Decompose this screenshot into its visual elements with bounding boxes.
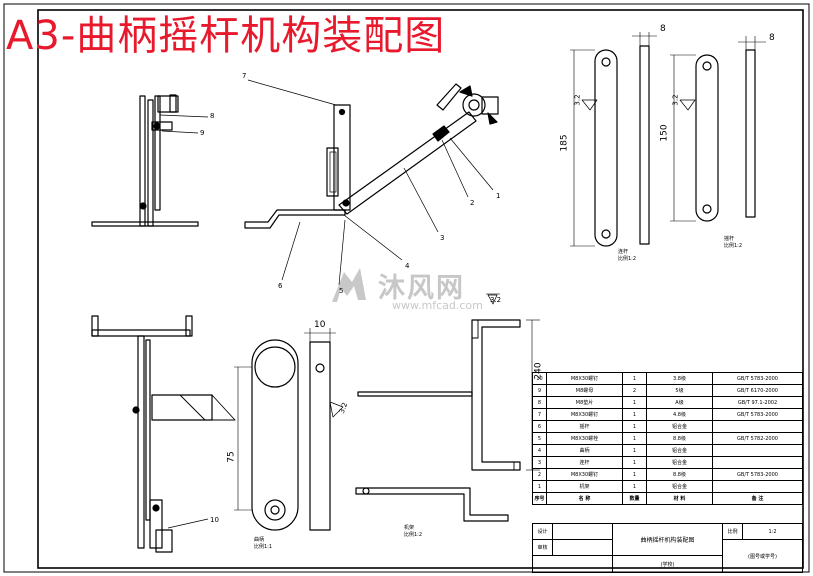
bom-col-no: 1 [532, 480, 547, 493]
bom-col-material: 3.8级 [646, 372, 713, 385]
bom-col-name: M8X30螺钉 [546, 408, 623, 421]
title-block: 设计 曲柄摇杆机构装配图 比例 1:2 审核 (图号或学号) (学校) [532, 523, 803, 573]
bom-col-qty: 1 [622, 456, 647, 469]
bom-col-name: M8X30螺钉 [546, 372, 623, 385]
drawing-title: A3-曲柄摇杆机构装配图 [6, 13, 446, 59]
bom-col-name: M8X30螺钉 [546, 468, 623, 481]
bom-col-material: 铝合金 [646, 444, 713, 457]
bom-col-no: 7 [532, 408, 547, 421]
tb-design-label: 设计 [532, 523, 553, 540]
tb-sheet-no: (图号或学号) [722, 539, 803, 573]
bom-col-remark: GB/T 6170-2000 [712, 384, 803, 397]
bom-col-name: 摇杆 [546, 420, 623, 433]
bom-col-no: 5 [532, 432, 547, 445]
bom-header-row: 序号名 称数量材 料备 注 [532, 492, 803, 505]
bom-col-remark: GB/T 5783-2000 [712, 468, 803, 481]
bom-col-no: 2 [532, 468, 547, 481]
bom-col-name: M8垫片 [546, 396, 623, 409]
bom-col-no: 8 [532, 396, 547, 409]
bom-col-qty: 1 [622, 408, 647, 421]
bom-col-qty: 1 [622, 396, 647, 409]
side-view [91, 94, 209, 227]
bom-col-material: 5级 [646, 384, 713, 397]
tb-school: (学校) [612, 555, 723, 573]
link-b-detail [670, 36, 766, 222]
main-assembly [244, 79, 499, 286]
bom-col-material-header: 材 料 [646, 492, 713, 505]
tb-check-value [552, 539, 613, 556]
inner-border [37, 9, 804, 569]
watermark-brand: 沐风网 [378, 273, 465, 304]
bom-col-remark [712, 480, 803, 493]
tb-drawing-name: 曲柄摇杆机构装配图 [612, 523, 723, 556]
bom-col-qty: 1 [622, 480, 647, 493]
bom-col-remark [712, 420, 803, 433]
bom-col-remark: GB/T 97.1-2002 [712, 396, 803, 409]
bom-col-material: 铝合金 [646, 456, 713, 469]
bom-col-name: 曲柄 [546, 444, 623, 457]
bom-col-qty: 1 [622, 372, 647, 385]
watermark-url: www.mfcad.com [392, 299, 483, 312]
bom-col-remark [712, 456, 803, 469]
tb-check-label: 审核 [532, 539, 553, 556]
crank-detail [234, 328, 344, 531]
link-a-detail [570, 32, 657, 247]
bom-col-name-header: 名 称 [546, 492, 623, 505]
front-view [91, 315, 236, 553]
bom-col-material: 铝合金 [646, 480, 713, 493]
bom-col-qty-header: 数量 [622, 492, 647, 505]
bom-col-name: 机架 [546, 480, 623, 493]
bom-col-remark: GB/T 5783-2000 [712, 372, 803, 385]
bom-col-remark-header: 备 注 [712, 492, 803, 505]
bom-col-qty: 1 [622, 444, 647, 457]
bom-col-material: A级 [646, 396, 713, 409]
bom-col-no: 6 [532, 420, 547, 433]
bom-col-qty: 1 [622, 420, 647, 433]
bom-col-remark [712, 444, 803, 457]
bom-col-no-header: 序号 [532, 492, 547, 505]
tb-design-value [552, 523, 613, 540]
tb-blank [532, 555, 613, 573]
bom-col-remark: GB/T 5783-2000 [712, 408, 803, 421]
bom-col-qty: 2 [622, 384, 647, 397]
bom-col-material: 8.8级 [646, 432, 713, 445]
frame-detail [355, 293, 540, 522]
bom-col-remark: GB/T 5782-2000 [712, 432, 803, 445]
bom-col-material: 铝合金 [646, 420, 713, 433]
bom-col-name: 连杆 [546, 456, 623, 469]
watermark: 沐风网 www.mfcad.com [330, 266, 500, 312]
bom-col-no: 3 [532, 456, 547, 469]
tb-scale-value: 1:2 [742, 523, 803, 540]
bom-col-qty: 1 [622, 432, 647, 445]
bom-col-no: 4 [532, 444, 547, 457]
bom-col-no: 9 [532, 384, 547, 397]
bom-col-name: M8X30螺栓 [546, 432, 623, 445]
tb-scale-label: 比例 [722, 523, 743, 540]
watermark-logo-icon [332, 268, 366, 302]
bom-col-material: 4.8级 [646, 408, 713, 421]
bom-col-qty: 1 [622, 468, 647, 481]
outer-border [3, 3, 810, 573]
bom-col-name: M8螺母 [546, 384, 623, 397]
bom-col-no: 10 [532, 372, 547, 385]
bom-col-material: 8.8级 [646, 468, 713, 481]
